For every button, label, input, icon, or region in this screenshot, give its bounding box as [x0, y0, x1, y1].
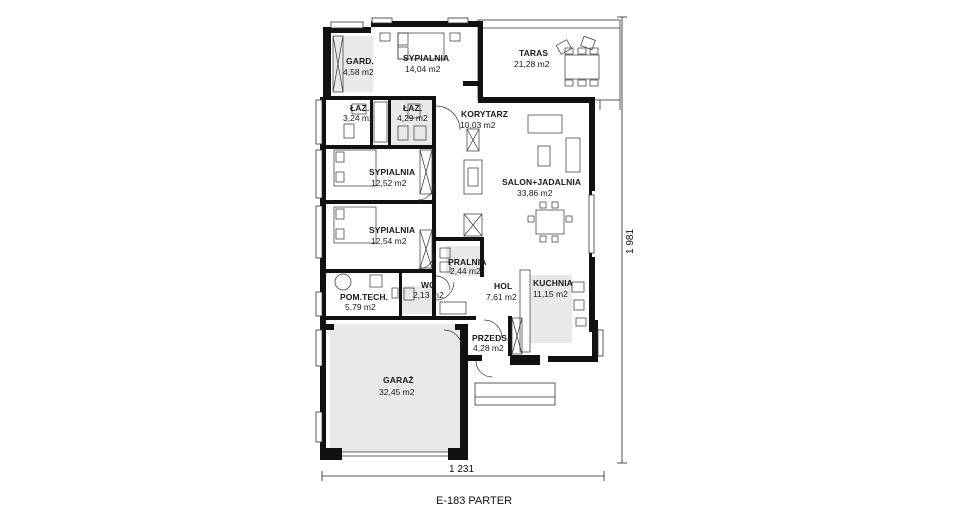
room-area: 5,79 m2: [345, 302, 376, 312]
windows: [315, 17, 604, 443]
room-name: ŁAZ.: [350, 103, 370, 113]
room-area: 32,45 m2: [379, 387, 415, 397]
height-dimension: 1 981: [625, 228, 637, 255]
terrace-furniture: [555, 35, 600, 87]
room-name: ŁAZ.: [403, 103, 423, 113]
fixtures: [332, 32, 587, 457]
room-name: SYPIALNIA: [369, 225, 416, 235]
room-area: 12,52 m2: [371, 178, 407, 188]
room-name: WC: [421, 280, 436, 290]
room-area: 14,04 m2: [405, 64, 441, 74]
room-area: 33,86 m2: [517, 188, 553, 198]
room-area: 12,54 m2: [371, 236, 407, 246]
room-name: PRZEDS.: [472, 333, 510, 343]
room-name: HOL: [494, 281, 513, 291]
room-area: 11,15 m2: [533, 289, 568, 299]
room-name: POM.TECH.: [340, 292, 389, 302]
room-area: 10,03 m2: [460, 120, 496, 130]
room-area: 4,28 m2: [473, 343, 504, 353]
room-area: 4,29 m2: [397, 113, 428, 123]
walls: [320, 21, 598, 460]
room-area: 2,44 m2: [450, 266, 481, 276]
dimension-lines: [321, 16, 627, 481]
room-area: 3,24 m2: [343, 113, 374, 123]
room-area: 21,28 m2: [514, 59, 550, 69]
room-name: GARAŻ: [383, 375, 414, 385]
room-name: SALON+JADALNIA: [502, 177, 582, 187]
floor-fills: [330, 36, 572, 452]
room-name: PRALNIA: [448, 257, 487, 267]
room-name: KUCHNIA: [533, 278, 573, 288]
room-area: 2,13 m2: [413, 290, 444, 300]
room-name: KORYTARZ: [461, 109, 509, 119]
room-area: 4,58 m2: [343, 67, 374, 77]
room-area: 7,61 m2: [486, 292, 517, 302]
plan-caption: E-183 PARTER: [436, 495, 513, 507]
room-name: TARAS: [519, 48, 549, 58]
room-name: SYPIALNIA: [403, 53, 450, 63]
room-name: SYPIALNIA: [369, 167, 416, 177]
width-dimension: 1 231: [449, 464, 475, 475]
room-name: GARD.: [346, 56, 374, 66]
